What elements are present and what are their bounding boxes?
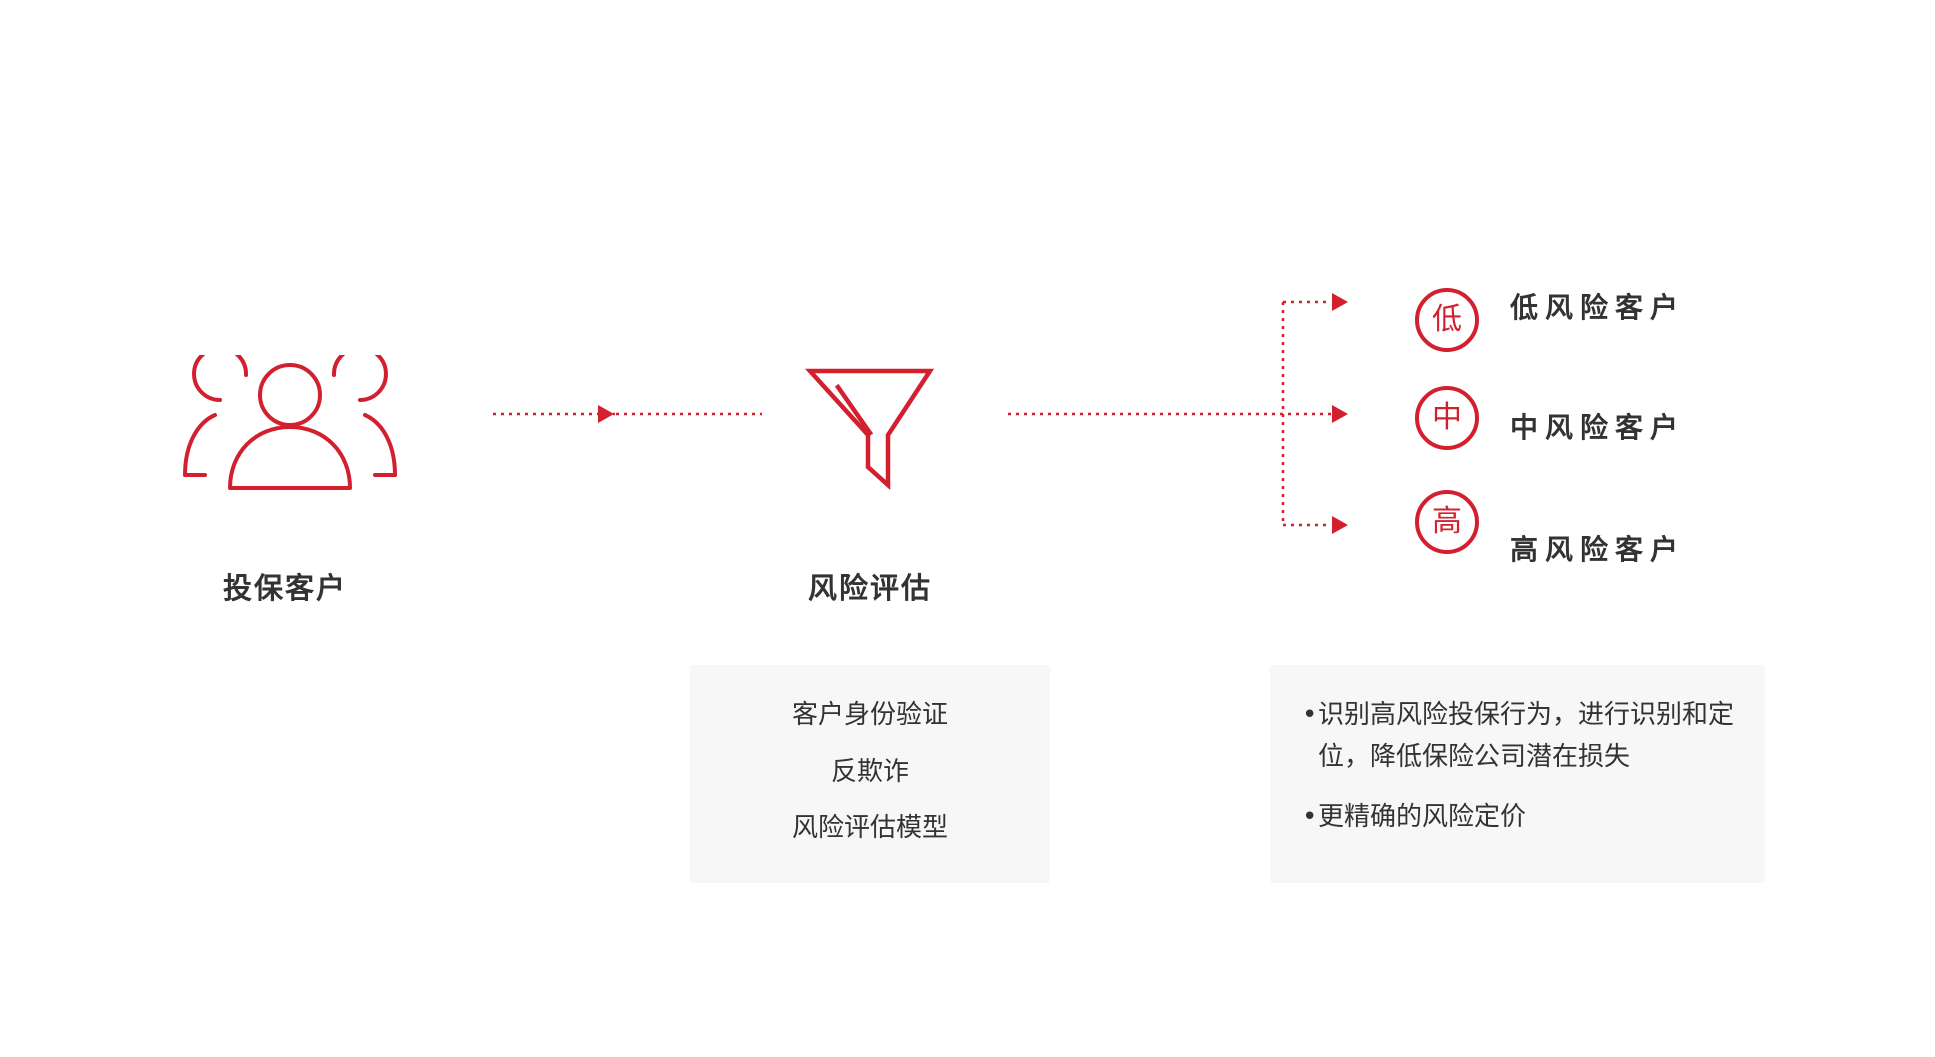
outcome-item: • 更精确的风险定价 [1302, 796, 1742, 838]
high-risk-label: 高风险客户 [1510, 533, 1686, 566]
assessment-methods-box: 客户身份验证 反欺诈 风险评估模型 [690, 665, 1050, 883]
connector-customer-to-assessment [493, 405, 762, 423]
outcome-item: • 识别高风险投保行为，进行识别和定位，降低保险公司潜在损失 [1302, 694, 1742, 778]
low-risk-badge: 低 [1415, 288, 1479, 352]
bullet-icon: • [1302, 802, 1318, 832]
connector-assessment-to-risk [1008, 293, 1348, 534]
arrowhead-icon [1332, 293, 1348, 311]
assessment-method-item: 反欺诈 [830, 757, 909, 787]
outcome-text: 识别高风险投保行为，进行识别和定位，降低保险公司潜在损失 [1318, 700, 1735, 772]
step-assessment-label: 风险评估 [807, 571, 932, 605]
funnel-icon [804, 368, 935, 491]
outcomes-box: • 识别高风险投保行为，进行识别和定位，降低保险公司潜在损失 • 更精确的风险定… [1270, 665, 1765, 883]
arrowhead-icon [1332, 405, 1348, 423]
medium-risk-label: 中风险客户 [1510, 411, 1686, 444]
arrowhead-icon [598, 405, 614, 423]
bullet-icon: • [1302, 700, 1318, 730]
outcome-text: 更精确的风险定价 [1318, 802, 1527, 832]
assessment-method-item: 客户身份验证 [791, 700, 948, 730]
high-risk-badge: 高 [1415, 490, 1479, 554]
medium-risk-badge: 中 [1415, 386, 1479, 450]
users-icon [183, 355, 397, 490]
low-risk-label: 低风险客户 [1510, 291, 1686, 324]
arrowhead-icon [1332, 516, 1348, 534]
assessment-method-item: 风险评估模型 [791, 813, 948, 843]
step-customer-label: 投保客户 [222, 571, 347, 605]
